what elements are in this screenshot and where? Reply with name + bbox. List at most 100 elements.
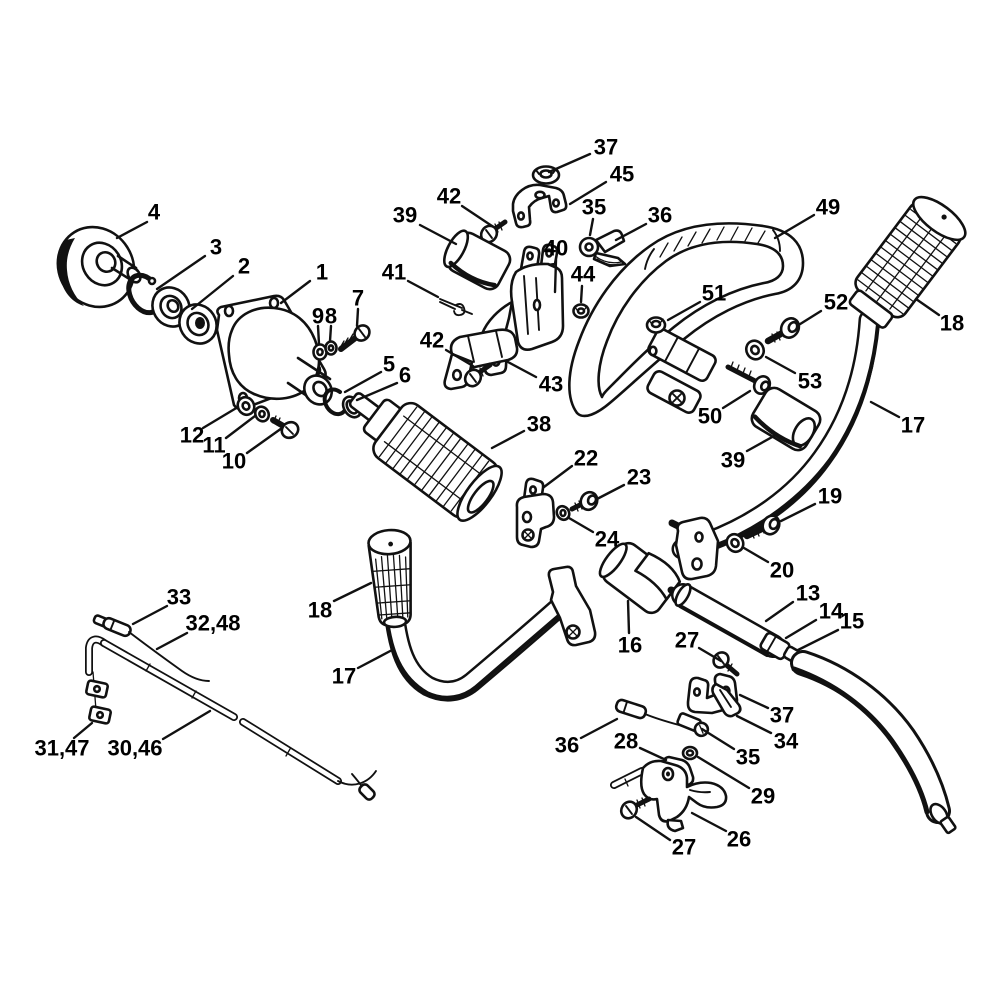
part-label-13: 13 [796, 581, 820, 606]
leader-line-29 [696, 755, 751, 790]
part-27-screw-lower [619, 796, 652, 820]
part-label-51: 51 [702, 281, 726, 306]
part-41-spring-pin [439, 298, 473, 317]
part-51-nut [645, 316, 667, 334]
part-33-cable-end [92, 614, 132, 638]
part-label-22: 22 [574, 446, 598, 471]
part-label-53: 53 [798, 369, 822, 394]
part-label-33: 33 [167, 585, 191, 610]
part-24-washer [555, 504, 571, 522]
part-label-10: 10 [222, 449, 246, 474]
leader-line-16 [626, 599, 631, 635]
leader-line-3 [155, 254, 207, 291]
part-19-screw [743, 514, 781, 540]
leader-line-1 [279, 279, 312, 305]
part-23-screw [569, 490, 599, 512]
part-label-20: 20 [770, 558, 794, 583]
part-label-11: 11 [202, 433, 225, 458]
part-label-24: 24 [595, 527, 620, 552]
leader-line-39 [745, 434, 776, 453]
part-label-28: 28 [614, 729, 638, 754]
leader-line-51 [666, 300, 702, 322]
part-label-18: 18 [308, 598, 332, 623]
part-42-screw-lower [463, 362, 493, 388]
part-26-throttle-lever [610, 759, 728, 833]
part-label-45: 45 [610, 162, 634, 187]
part-15-rear-tube [790, 650, 957, 835]
part-17-right-handlebar-tube [671, 309, 880, 560]
part-43-clamp [443, 328, 519, 391]
part-label-17: 17 [332, 664, 356, 689]
leader-line-14 [784, 618, 818, 640]
leader-line-9 [316, 324, 321, 346]
part-label-26: 26 [727, 827, 751, 852]
part-31-47-clips [85, 671, 112, 725]
part-39-right-sleeve [750, 386, 822, 452]
part-2-ball-bearings [151, 286, 218, 345]
part-label-19: 19 [818, 484, 842, 509]
part-label-4: 4 [148, 200, 161, 225]
leader-line-17 [356, 647, 396, 670]
part-label-18: 18 [940, 311, 964, 336]
leader-line-17 [869, 400, 901, 419]
part-8-washer [324, 340, 338, 356]
part-label-37: 37 [770, 703, 794, 728]
part-label-49: 49 [816, 195, 840, 220]
leader-line-11 [224, 414, 257, 440]
part-52-screw [764, 317, 801, 345]
leader-line-6 [355, 381, 399, 402]
part-32-48-throttle-cable [128, 631, 210, 682]
leader-line-20 [742, 546, 770, 564]
part-18-right-grip [848, 195, 967, 329]
part-label-39: 39 [393, 203, 417, 228]
part-1-gear-housing [215, 294, 333, 411]
leader-line-52 [795, 309, 823, 328]
leader-line-36 [614, 222, 648, 242]
part-42-screw-upper [479, 219, 508, 244]
part-label-42: 42 [420, 328, 444, 353]
leader-line-24 [567, 516, 595, 534]
leader-line-41 [406, 279, 440, 299]
part-label-52: 52 [824, 290, 848, 315]
part-11-washer [253, 405, 271, 423]
leader-line-53 [764, 355, 797, 375]
part-label-5: 5 [383, 352, 395, 377]
leader-line-26 [690, 811, 728, 833]
part-27-screw-upper [712, 651, 740, 677]
leader-line-36 [579, 717, 619, 740]
part-label-40: 40 [544, 236, 568, 261]
leader-line-28 [638, 746, 668, 762]
leader-line-39 [418, 223, 458, 246]
part-label-2: 2 [238, 254, 250, 279]
part-12-washer [236, 395, 256, 417]
part-39-upper-sleeve [442, 229, 512, 291]
part-label-36: 36 [648, 203, 672, 228]
part-label-12: 12 [180, 423, 204, 448]
clamp-bracket-upper [668, 516, 720, 581]
leader-line-38 [490, 429, 526, 450]
leader-line-27 [634, 815, 672, 842]
leader-line-19 [779, 502, 817, 523]
leader-line-7 [355, 307, 360, 328]
leader-line-50 [721, 389, 752, 410]
leader-line-44 [579, 284, 584, 304]
part-49-handle-clamp [646, 327, 717, 414]
part-34-lever [711, 682, 742, 718]
leader-line-8 [328, 324, 333, 343]
part-label-32-48: 32,48 [185, 611, 240, 636]
part-22-clamp-bracket [515, 477, 556, 549]
part-label-9: 9 [312, 304, 324, 329]
leader-line-40 [553, 258, 558, 294]
leader-line-49 [773, 213, 816, 240]
leader-line-31-47 [72, 721, 94, 740]
part-label-23: 23 [627, 465, 651, 490]
part-36-trigger-interlock [578, 229, 627, 268]
part-label-3: 3 [210, 235, 222, 260]
part-36-cable-end-lower [614, 698, 680, 726]
part-35-cable-adjuster [676, 712, 710, 738]
part-label-7: 7 [352, 286, 364, 311]
part-label-29: 29 [751, 784, 775, 809]
